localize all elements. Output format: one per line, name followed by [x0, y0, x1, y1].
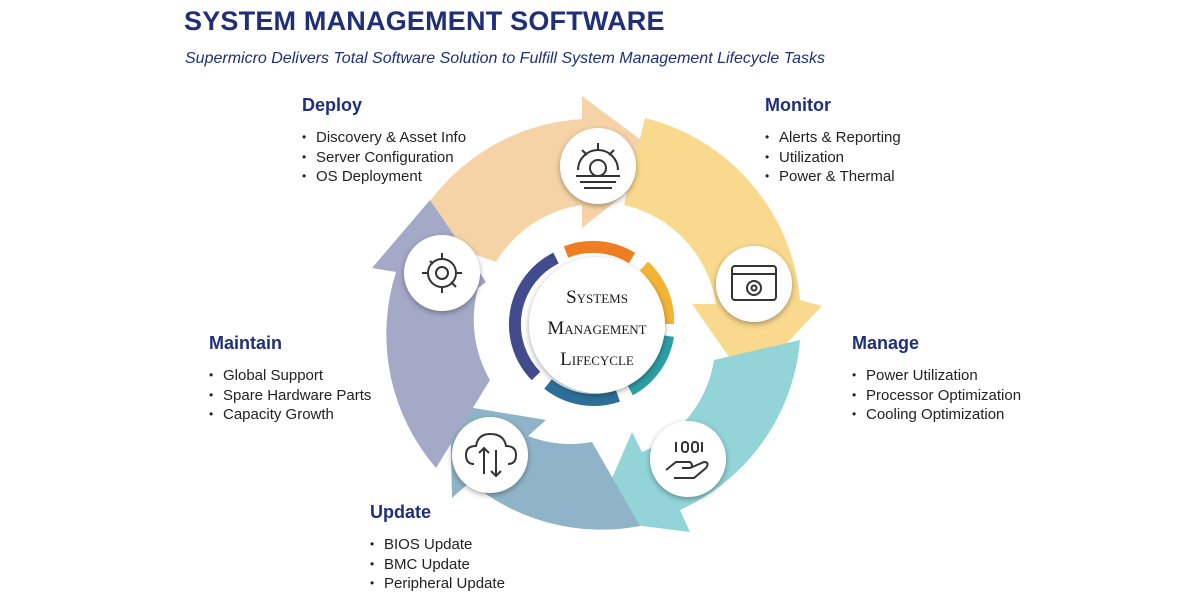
- list-item: Power Utilization: [852, 366, 1021, 386]
- manage-heading: Manage: [852, 333, 920, 353]
- list-item: Spare Hardware Parts: [209, 386, 371, 406]
- gear-wrench-icon: [404, 235, 480, 311]
- page-title: SYSTEM MANAGEMENT SOFTWARE: [184, 6, 665, 36]
- list-item: Discovery & Asset Info: [302, 128, 466, 148]
- center-label-line3: Lifecycle: [560, 349, 634, 370]
- update-block: Update BIOS Update BMC Update Peripheral…: [370, 502, 505, 594]
- list-item: BIOS Update: [370, 535, 505, 555]
- monitor-list: Alerts & Reporting Utilization Power & T…: [765, 128, 901, 187]
- deploy-block: Deploy Discovery & Asset Info Server Con…: [302, 95, 466, 187]
- maintain-list: Global Support Spare Hardware Parts Capa…: [209, 366, 371, 425]
- maintain-heading: Maintain: [209, 333, 283, 353]
- deploy-list: Discovery & Asset Info Server Configurat…: [302, 128, 466, 187]
- list-item: Global Support: [209, 366, 371, 386]
- gear-settings-icon: [560, 128, 636, 204]
- list-item: Power & Thermal: [765, 167, 901, 187]
- center-circle: [529, 257, 665, 393]
- center-label-line2: Management: [547, 318, 647, 339]
- list-item: Peripheral Update: [370, 574, 505, 594]
- manage-list: Power Utilization Processor Optimization…: [852, 366, 1021, 425]
- list-item: OS Deployment: [302, 167, 466, 187]
- update-list: BIOS Update BMC Update Peripheral Update: [370, 535, 505, 594]
- center-label-line1: Systems: [566, 287, 628, 308]
- list-item: Cooling Optimization: [852, 405, 1021, 425]
- center-label: Systems Management Lifecycle: [522, 282, 672, 375]
- list-item: Processor Optimization: [852, 386, 1021, 406]
- browser-window-gear-icon: [716, 246, 792, 322]
- list-item: Utilization: [765, 148, 901, 168]
- cloud-upload-download-icon: [452, 417, 528, 493]
- deploy-heading: Deploy: [302, 95, 363, 115]
- monitor-heading: Monitor: [765, 95, 831, 115]
- monitor-block: Monitor Alerts & Reporting Utilization P…: [765, 95, 901, 187]
- hand-binary-icon: [650, 421, 726, 497]
- list-item: Alerts & Reporting: [765, 128, 901, 148]
- update-heading: Update: [370, 502, 432, 522]
- page-subtitle: Supermicro Delivers Total Software Solut…: [185, 50, 825, 67]
- monitor-arc: [624, 118, 822, 384]
- list-item: BMC Update: [370, 555, 505, 575]
- manage-block: Manage Power Utilization Processor Optim…: [852, 333, 1021, 425]
- list-item: Capacity Growth: [209, 405, 371, 425]
- maintain-block: Maintain Global Support Spare Hardware P…: [209, 333, 371, 425]
- list-item: Server Configuration: [302, 148, 466, 168]
- center-ring: [508, 240, 675, 406]
